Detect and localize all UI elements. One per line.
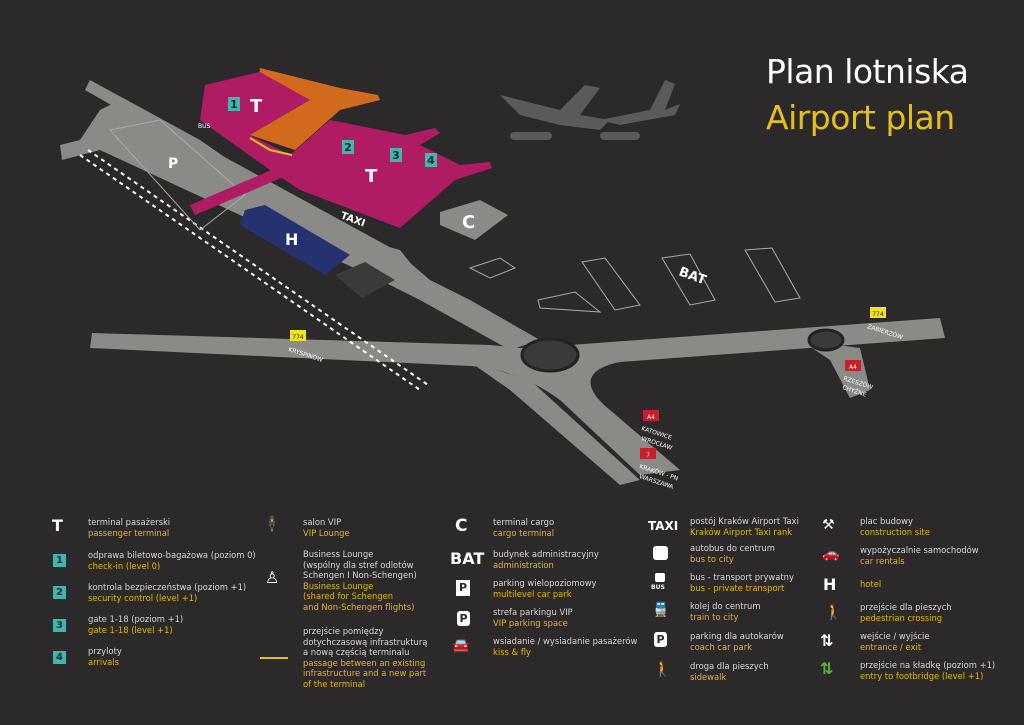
bus-icon [653, 546, 668, 560]
hotel-label: H [285, 230, 298, 249]
zone-markers: 1 2 3 4 [228, 97, 437, 167]
vip-lounge-icon: 🕴 [262, 515, 282, 534]
south-road [470, 362, 640, 485]
svg-text:A4: A4 [647, 414, 655, 421]
bus-label: BUS [198, 123, 211, 130]
cargo-label: C [462, 212, 475, 233]
zone-2-icon: 2 [53, 586, 66, 599]
admin-buildings [468, 247, 801, 313]
cargo-icon: C [455, 516, 468, 536]
hotel-building [240, 205, 350, 275]
admin-label: BAT [677, 265, 708, 289]
pedestrian-icon: 🚶 [653, 660, 672, 678]
taxi-icon: TAXI [648, 519, 679, 533]
vip-parking-icon: P [457, 611, 470, 626]
svg-text:7: 7 [646, 452, 650, 459]
railway [79, 154, 421, 391]
admin-icon: BAT [450, 549, 485, 568]
business-lounge-icon: ♙ [265, 568, 280, 587]
svg-text:774: 774 [292, 334, 304, 341]
coach-parking-icon: P [654, 632, 667, 647]
svg-text:A4: A4 [849, 364, 857, 371]
kiss-and-fly-icon: 🚘 [452, 638, 470, 654]
cargo-terminal [440, 200, 508, 240]
footbridge-icon: ⇅ [820, 659, 834, 678]
parking-outline [109, 119, 246, 231]
road-sign-rzeszow: A4 RZESZÓW CHYŻNE [841, 360, 874, 399]
zone-4-icon: 4 [53, 651, 66, 664]
roundabout-west [520, 337, 580, 373]
hotel-icon: H [823, 575, 837, 594]
zone-3: 3 [392, 149, 400, 162]
zone-1: 1 [230, 98, 238, 111]
title-english: Airport plan [766, 98, 955, 137]
zone-1-icon: 1 [53, 554, 66, 567]
legend-item: kontrola bezpieczeństwa (poziom +1)secur… [88, 582, 247, 603]
terminal-icon: T [52, 516, 63, 535]
passage-line-icon [260, 657, 288, 659]
east-branch [800, 340, 870, 398]
entrance-exit-icon: ⇅ [820, 631, 834, 650]
plane-icons [500, 80, 680, 140]
parking-label: P [168, 156, 178, 172]
roads [60, 80, 945, 485]
svg-text:774: 774 [872, 311, 884, 318]
passage-line [249, 137, 293, 156]
zone-4: 4 [427, 154, 435, 167]
legend-item: przejście na kładkę (poziom +1)entry to … [860, 660, 996, 681]
coach-parking-area [335, 262, 395, 298]
legend-item: gate 1-18 (poziom +1)gate 1-18 (level +1… [88, 614, 184, 635]
terminal-label-2: T [365, 166, 378, 187]
terminal-label-1: T [250, 96, 263, 117]
construction-icon: ⚒ [822, 517, 835, 533]
legend-item: hotel [860, 579, 882, 589]
footbridge [190, 162, 295, 215]
legend-item: odprawa biletowo-bagażowa (poziom 0)chec… [88, 550, 256, 571]
private-bus-label: BUS [651, 584, 665, 591]
legend-item: Business Lounge(wspólny dla stref odlotó… [303, 549, 417, 612]
car-rental-icon: 🚗 [822, 546, 840, 562]
railway-2 [87, 149, 429, 386]
zone-3-icon: 3 [53, 619, 66, 632]
roundabout-east [807, 328, 845, 352]
multilevel-parking-icon: P [456, 580, 470, 596]
private-bus-icon [655, 573, 665, 582]
title-polish: Plan lotniska [766, 52, 969, 91]
zone-2: 2 [344, 141, 352, 154]
pedestrian-crossing-icon: 🚶 [824, 603, 843, 621]
main-road [90, 318, 945, 475]
train-icon: 🚆 [652, 602, 670, 618]
airport-map: 1 2 3 4 T T TAXI BUS C BAT H P 774 KRYSP… [60, 68, 945, 491]
